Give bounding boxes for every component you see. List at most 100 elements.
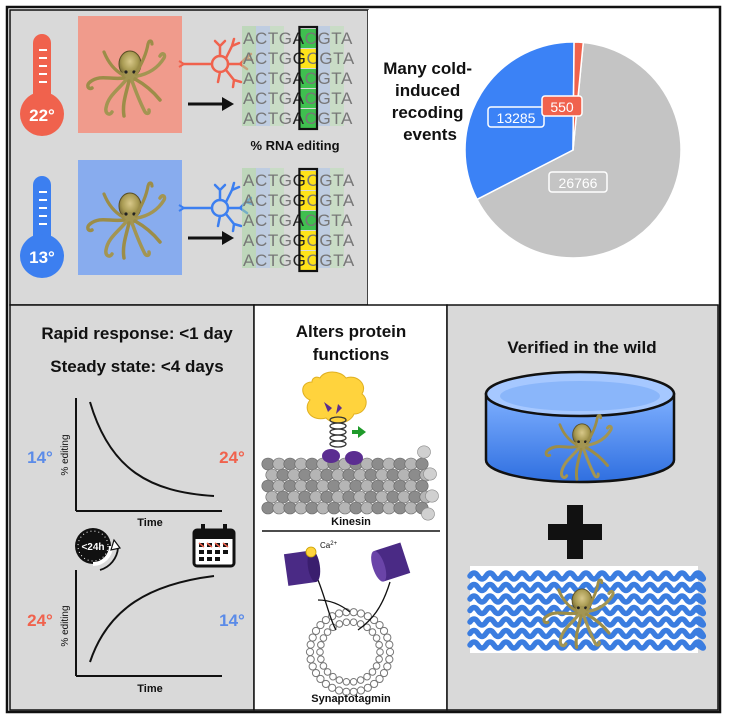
cold-seq-row-pre: ACTG <box>243 171 293 190</box>
tubulin-subunit <box>349 501 363 515</box>
sequence-warm-background <box>242 26 344 126</box>
panel-response-time <box>9 304 255 711</box>
lipid-head <box>321 615 330 625</box>
warm-seq-row: ACTGACGTA <box>243 109 353 128</box>
protein-title-line-2: functions <box>313 345 390 364</box>
temp-warm-label: 22° <box>29 106 55 125</box>
arrow-cold-icon <box>188 231 234 245</box>
cold-seq-highlight <box>300 251 316 270</box>
tubulin-subunit <box>415 479 429 493</box>
recoding-caption: Many cold- induced recoding events <box>383 59 477 144</box>
lipid-head <box>375 620 384 630</box>
tubulin-subunit <box>382 457 396 471</box>
pie-slice-blue <box>464 41 575 201</box>
caption-line-2: induced <box>395 81 460 100</box>
pie-label-red: 550 <box>550 99 574 115</box>
pie-label-gray: 26766 <box>559 175 598 191</box>
pie-label-gray-box <box>548 171 608 193</box>
lipid-head <box>316 674 325 684</box>
tubulin-subunit <box>276 468 290 482</box>
rapid-response-text: Rapid response: <1 day <box>41 324 233 343</box>
lipid-head <box>334 686 344 695</box>
lipid-head <box>311 626 321 636</box>
lipid-head <box>349 608 358 617</box>
lipid-head <box>356 609 366 618</box>
graph2-xlabel: Time <box>137 683 162 695</box>
lipid-head <box>321 679 330 689</box>
pie-label-red-box <box>541 95 583 117</box>
lipid-head <box>385 647 395 657</box>
clock-label: <24h <box>81 542 104 553</box>
warm-seq-row: ACTGACGTA <box>243 69 353 88</box>
caption-line-1: Many cold- <box>383 59 472 78</box>
lipid-head <box>356 676 365 684</box>
editing-rise-graph <box>75 570 222 677</box>
warm-seq-row-post: CGTA <box>305 29 353 48</box>
tubulin-end <box>417 445 431 459</box>
graph1-right-temp: 24° <box>219 448 245 467</box>
warm-seq-row: ACTGACGTA <box>243 89 353 108</box>
lipid-head <box>349 677 358 686</box>
cold-seq-box <box>298 167 319 273</box>
lipid-head <box>319 634 328 642</box>
lipid-head <box>335 620 344 628</box>
lipid-head <box>385 640 394 649</box>
lipid-head <box>329 672 337 681</box>
lipid-head <box>379 668 389 678</box>
tubulin-subunit <box>261 457 275 471</box>
warm-seq-row: ACTGACGTA <box>243 29 353 48</box>
tubulin-subunit <box>298 490 312 504</box>
lipid-head <box>376 648 384 656</box>
calcium-charge: 2+ <box>330 541 337 547</box>
tubulin-subunit <box>283 457 297 471</box>
cold-seq-row-pre: ACTG <box>243 231 293 250</box>
cold-seq-highlight <box>300 171 316 190</box>
tubulin-subunit <box>353 490 367 504</box>
tubulin-subunit <box>265 490 279 504</box>
graph1-xlabel: Time <box>137 517 162 529</box>
warm-seq-row-pre: ACTG <box>243 49 293 68</box>
arrow-warm-icon <box>188 97 234 111</box>
wave-line <box>467 639 707 651</box>
cold-seq-row-post: CGTA <box>306 231 354 250</box>
cold-seq-highlight <box>300 231 316 250</box>
tubulin-subunit <box>386 490 400 504</box>
lipid-head <box>335 676 344 684</box>
tubulin-subunit <box>382 501 396 515</box>
lipid-head <box>317 655 325 663</box>
tubulin-subunit <box>360 479 374 493</box>
cold-seq-highlight <box>300 211 316 230</box>
lipid-head <box>328 683 337 692</box>
caption-line-3: recoding <box>392 103 464 122</box>
tubulin-subunit <box>327 501 341 515</box>
tubulin-subunit <box>375 490 389 504</box>
warm-seq-row-pre: ACTG <box>243 89 293 108</box>
tubulin-subunit <box>298 468 312 482</box>
tubulin-subunit <box>393 479 407 493</box>
lipid-head <box>372 662 381 670</box>
lipid-head <box>342 677 351 686</box>
lipid-head <box>379 626 389 636</box>
tubulin-subunit <box>320 468 334 482</box>
cold-seq-row-post: CGTA <box>305 211 353 230</box>
tubulin-subunit <box>309 468 323 482</box>
tubulin-subunit <box>327 479 341 493</box>
lipid-head <box>306 640 315 649</box>
sequence-warm: ACTGACGTAACTGGCGTAACTGACGTAACTGACGTAACTG… <box>243 25 354 131</box>
warm-seq-highlight <box>300 69 316 88</box>
warm-seq-highlight <box>300 49 316 68</box>
lipid-head <box>370 679 379 689</box>
tubulin-subunit <box>316 479 330 493</box>
warm-seq-highlight <box>300 109 316 128</box>
graph2-left-temp: 24° <box>27 611 53 630</box>
tubulin-subunit <box>305 501 319 515</box>
sequence-cold-background <box>242 168 344 268</box>
tubulin-subunit <box>371 457 385 471</box>
lipid-head <box>363 612 372 621</box>
tubulin-subunit <box>272 457 286 471</box>
lipid-head <box>383 662 392 671</box>
graph1-ylabel: % editing <box>60 434 71 475</box>
plus-icon <box>548 505 602 559</box>
tubulin-subunit <box>305 479 319 493</box>
tubulin-subunit <box>375 468 389 482</box>
